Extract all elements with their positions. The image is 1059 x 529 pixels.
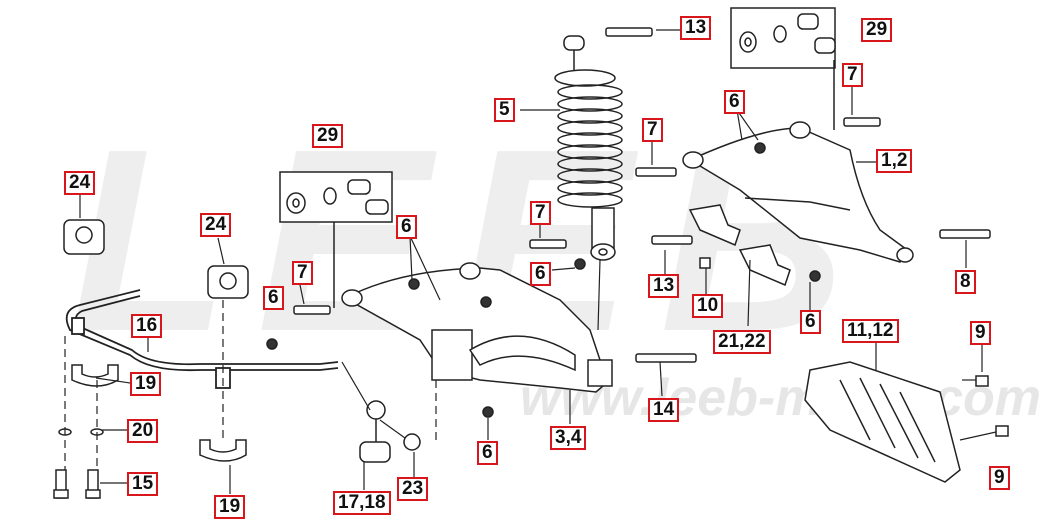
shock-absorber — [554, 35, 623, 261]
callout-29-left: 29 — [312, 124, 344, 148]
callout-13-top: 13 — [680, 16, 712, 40]
bushing-kit-right — [730, 7, 836, 130]
leader-lines — [64, 29, 997, 494]
callout-16: 16 — [131, 314, 163, 338]
callout-6-upper: 6 — [724, 90, 745, 114]
bushing-kit-left — [279, 171, 393, 308]
callout-29-right: 29 — [861, 18, 893, 42]
stabilizer-link — [359, 400, 421, 463]
callout-17-18: 17,18 — [333, 491, 391, 515]
callout-14: 14 — [648, 398, 680, 422]
callout-5: 5 — [494, 98, 515, 122]
callout-20: 20 — [127, 419, 159, 443]
callout-23: 23 — [397, 477, 429, 501]
callout-3-4: 3,4 — [550, 426, 587, 450]
callout-13-center: 13 — [648, 274, 680, 298]
callout-21-22: 21,22 — [713, 330, 771, 354]
callout-9-top: 9 — [970, 321, 991, 345]
callout-24-center: 24 — [200, 213, 232, 237]
nuts — [266, 142, 821, 418]
bolts — [293, 27, 1009, 437]
callout-6-right: 6 — [800, 310, 821, 334]
parts — [53, 7, 1009, 499]
callout-19-left: 19 — [130, 372, 162, 396]
callout-24-left: 24 — [64, 171, 96, 195]
callout-6-center: 6 — [530, 262, 551, 286]
callout-1-2: 1,2 — [876, 149, 913, 173]
skid-plate — [804, 361, 961, 483]
callout-11-12: 11,12 — [842, 319, 899, 343]
callout-7-left: 7 — [292, 261, 313, 285]
callout-19-bottom: 19 — [214, 495, 246, 519]
callout-6-left: 6 — [263, 286, 284, 310]
bolts-and-washers — [53, 428, 104, 499]
callout-6-bottom: 6 — [477, 441, 498, 465]
upper-a-arm — [682, 121, 914, 263]
callout-7-upper-right: 7 — [842, 63, 863, 87]
lower-a-arm — [341, 262, 613, 393]
callout-7-upper: 7 — [642, 118, 663, 142]
callout-7-center: 7 — [530, 201, 551, 225]
callout-10: 10 — [692, 294, 724, 318]
callout-6-lower-arm: 6 — [396, 215, 417, 239]
clamps — [71, 364, 247, 462]
callout-8: 8 — [955, 270, 976, 294]
callout-15: 15 — [127, 472, 159, 496]
stabilizer-bushings — [63, 219, 249, 299]
callout-9-bottom: 9 — [989, 466, 1010, 490]
